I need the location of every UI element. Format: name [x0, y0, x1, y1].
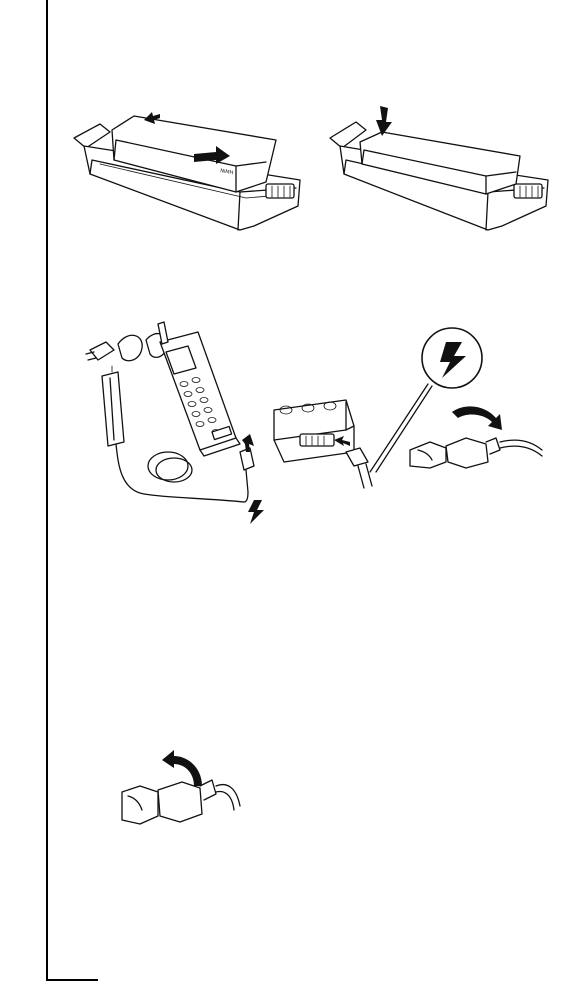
plug-bend-up-illustration	[118, 746, 244, 836]
battery-cover-press-illustration	[326, 102, 552, 242]
plug-bend-down-illustration	[406, 402, 546, 478]
footer-rule	[46, 979, 98, 981]
left-margin-rule	[46, 0, 48, 980]
charger-connect-illustration	[84, 322, 280, 532]
battery-cover-slide-illustration: NiMH	[70, 102, 306, 242]
